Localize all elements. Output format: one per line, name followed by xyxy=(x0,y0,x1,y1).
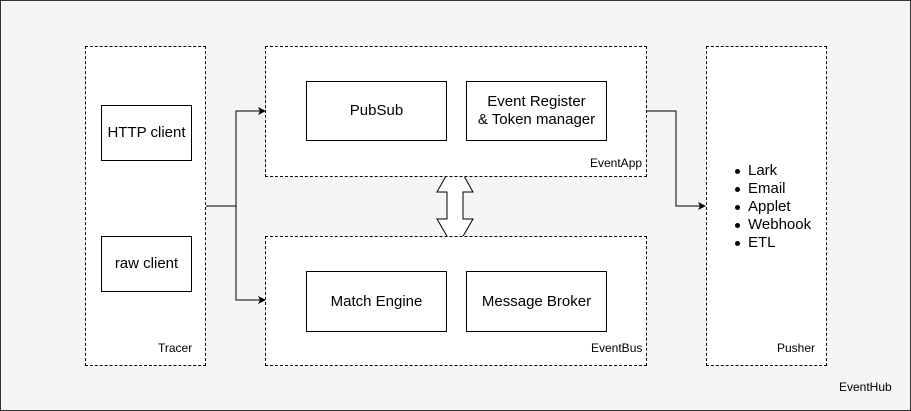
pusher-group xyxy=(706,46,827,366)
tracer-to-eventapp-arrow xyxy=(235,107,266,206)
http-client-box: HTTP client xyxy=(101,105,192,161)
eventapp-label: EventApp xyxy=(590,156,643,170)
match-engine-box: Match Engine xyxy=(306,271,447,332)
channel-item-etl: ETL xyxy=(733,234,811,252)
eventhub-label: EventHub xyxy=(839,380,892,394)
tracer-label: Tracer xyxy=(158,341,193,355)
event-register-box: Event Register & Token manager xyxy=(466,81,607,141)
eventbus-label: EventBus xyxy=(591,341,643,355)
raw-client-label: raw client xyxy=(114,255,179,272)
pubsub-label: PubSub xyxy=(349,102,404,119)
channel-item-lark: Lark xyxy=(733,162,811,180)
channel-item-webhook: Webhook xyxy=(733,216,811,234)
message-broker-label: Message Broker xyxy=(481,292,592,310)
message-broker-box: Message Broker xyxy=(466,271,607,332)
raw-client-box: raw client xyxy=(101,236,192,292)
pusher-label: Pusher xyxy=(777,341,816,355)
tracer-to-eventbus-arrow xyxy=(235,206,266,304)
match-engine-label: Match Engine xyxy=(330,292,423,310)
channel-item-email: Email xyxy=(733,180,811,198)
pusher-channel-list: Lark Email Applet Webhook ETL xyxy=(733,162,811,252)
channel-item-applet: Applet xyxy=(733,198,811,216)
http-client-label: HTTP client xyxy=(107,124,186,141)
eventapp-to-pusher-arrow xyxy=(646,110,706,210)
tracer-group xyxy=(85,46,206,366)
pubsub-box: PubSub xyxy=(306,81,447,141)
event-register-label: Event Register & Token manager xyxy=(477,93,596,128)
